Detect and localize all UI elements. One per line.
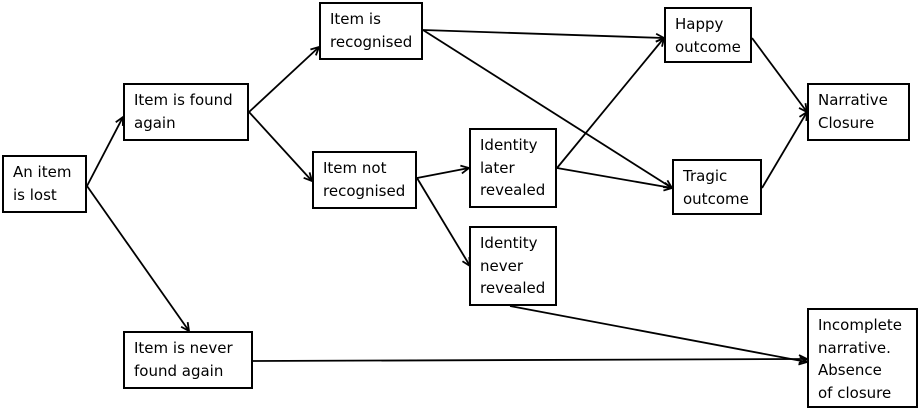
edge-tragic-to-closure [761, 112, 807, 189]
edge-recognised-to-tragic [422, 29, 672, 188]
node-happy-outcome: Happy outcome [664, 7, 752, 63]
edge-found-to-not-recognised [248, 111, 312, 181]
edge-lost-to-found [86, 117, 123, 187]
edge-happy-to-closure [751, 37, 807, 112]
node-item-is-found-again: Item is found again [123, 83, 249, 141]
node-item-is-recognised: Item is recognised [319, 2, 423, 60]
node-identity-never-revealed: Identity never revealed [469, 226, 557, 306]
node-an-item-is-lost: An item is lost [2, 155, 87, 213]
edge-found-to-recognised [248, 47, 319, 113]
edge-later-revealed-to-happy [556, 38, 664, 169]
node-incomplete-narrative: Incomplete narrative. Absence of closure [807, 308, 918, 408]
node-narrative-closure: Narrative Closure [807, 83, 910, 141]
edge-never-found-to-incomplete [252, 359, 807, 361]
node-item-not-recognised: Item not recognised [312, 151, 417, 209]
node-item-is-never-found-again: Item is never found again [123, 331, 253, 389]
edge-not-recognised-to-never-revealed [416, 177, 470, 266]
edge-lost-to-never-found [86, 185, 189, 331]
node-tragic-outcome: Tragic outcome [672, 159, 762, 215]
edge-not-recognised-to-later-revealed [416, 168, 469, 179]
edge-later-revealed-to-tragic [556, 167, 672, 188]
edge-recognised-to-happy [422, 29, 664, 38]
edge-never-revealed-to-incomplete [509, 305, 807, 362]
node-identity-later-revealed: Identity later revealed [469, 128, 557, 208]
